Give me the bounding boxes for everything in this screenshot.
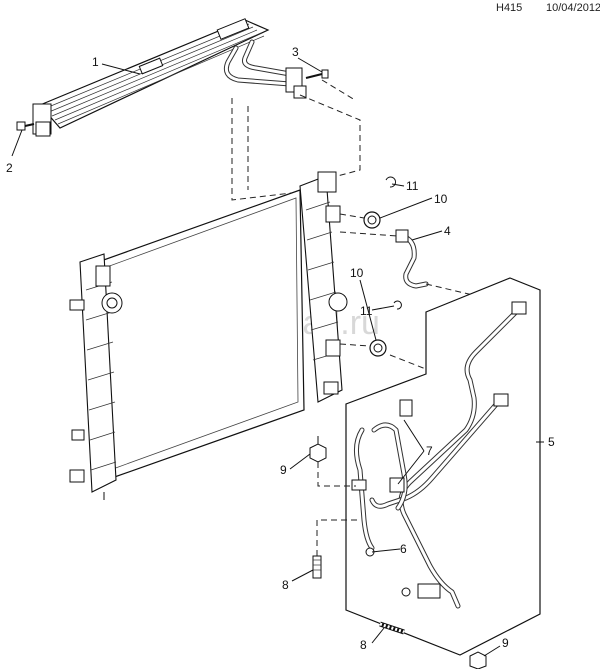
oil-cooler	[32, 18, 270, 137]
seal-upper	[363, 211, 381, 229]
callout-4: 4	[444, 224, 451, 238]
nut-9-bottom	[469, 651, 487, 669]
callout-9-bottom: 9	[502, 636, 509, 650]
callout-10-lower: 10	[350, 266, 364, 280]
callout-3: 3	[292, 45, 299, 59]
callout-8-left: 8	[282, 578, 289, 592]
clip-upper	[385, 176, 397, 188]
hose-assembly	[351, 301, 527, 609]
callout-10-upper: 10	[434, 192, 448, 206]
diagram-code: H415	[496, 2, 523, 14]
callout-2: 2	[6, 161, 13, 175]
radiator	[69, 171, 348, 500]
bolt-3	[305, 69, 329, 79]
callout-1: 1	[92, 55, 99, 69]
cooler-lines	[223, 39, 307, 99]
callout-11-upper: 11	[406, 179, 419, 193]
seal-lower	[369, 339, 387, 357]
callout-9-upper: 9	[280, 463, 287, 477]
callout-6: 6	[400, 542, 407, 556]
bolt-2	[16, 121, 35, 131]
callout-11-lower: 11	[360, 304, 373, 318]
nut-9-upper	[309, 436, 327, 463]
stud-8-left	[312, 555, 322, 579]
callout-5: 5	[548, 435, 555, 449]
diagram-date: 10/04/2012	[546, 2, 600, 14]
callout-8-bottom: 8	[360, 638, 367, 652]
cooler-line-4	[395, 229, 429, 289]
clip-lower	[393, 300, 402, 310]
callout-7: 7	[426, 444, 433, 458]
stud-8-bottom	[379, 621, 405, 635]
